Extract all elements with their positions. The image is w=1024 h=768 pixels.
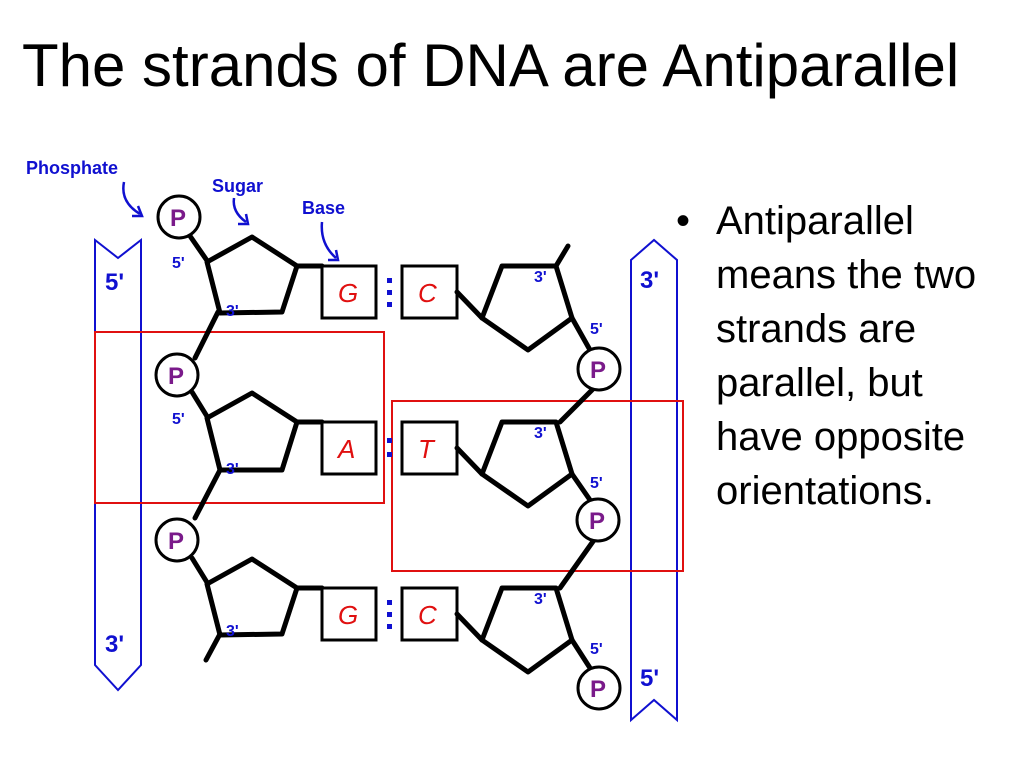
svg-text:G: G [338,278,358,308]
svg-text:C: C [418,278,437,308]
right-backbone-4 [557,537,597,591]
left-prime-3-2: 3' [226,461,239,478]
left-sugar-2 [204,390,300,473]
base-pointer-head [328,249,340,262]
svg-text:P: P [590,357,606,384]
highlight-box-right-nucleotide [391,400,684,572]
svg-text:A: A [336,434,355,464]
right-base-1: C [400,264,459,320]
left-phosphate-2: P [154,352,200,398]
hydrogen-bond-2 [387,438,392,457]
right-base-3: C [400,586,459,642]
right-prime-5-3: 5' [590,641,603,658]
svg-text:P: P [168,528,184,555]
svg-text:G: G [338,600,358,630]
right-phosphate-2: P [575,497,621,543]
right-phosphate-3: P [576,665,622,711]
base-pointer [320,221,337,259]
sugar-label: Sugar [212,176,263,196]
slide-title: The strands of DNA are Antiparallel [22,32,960,99]
right-backbone-3 [569,471,593,503]
bullet-text: Antiparallel means the two strands are p… [716,199,977,513]
left-backbone-4 [192,467,223,521]
left-prime-3-1: 3' [226,303,239,320]
left-sugar-1 [204,234,300,316]
right-phosphate-1: P [576,346,622,392]
right-bond-2 [454,445,485,477]
right-prime-5-2: 5' [590,475,603,492]
left-prime-5-2: 5' [172,411,185,428]
right-prime-3-1: 3' [534,269,547,286]
right-sugar-3 [479,585,575,675]
right-prime-3-2: 3' [534,425,547,442]
left-phosphate-1: P [156,194,202,240]
right-bond-1 [454,289,485,321]
hydrogen-bond-3 [387,600,392,629]
left-prime-5-1: 5' [172,255,185,272]
svg-text:C: C [418,600,437,630]
left-backbone-6 [203,631,223,663]
phosphate-pointer-head [132,205,144,218]
left-sugar-3 [204,556,300,638]
bullet-list: • Antiparallel means the two strands are… [672,194,1002,518]
left-strand-arrow [94,237,142,692]
phosphate-label: Phosphate [26,158,118,178]
svg-text:P: P [170,205,186,232]
right-backbone-2 [557,385,597,425]
svg-text:P: P [589,508,605,535]
left-backbone-1 [187,233,211,265]
left-base-2: A [320,420,378,476]
right-backbone-top [553,243,571,269]
sugar-pointer [232,197,247,224]
left-prime-3-3: 3' [226,623,239,640]
sugar-pointer-head [238,213,250,226]
left-backbone-5 [189,555,211,587]
right-sugar-2 [479,419,575,509]
svg-text:P: P [590,676,606,703]
right-sugar-1 [479,263,575,353]
left-strand-top-label: 5' [105,269,124,296]
right-backbone-5 [569,637,593,671]
right-strand-arrow [630,238,678,723]
right-prime-5-1: 5' [590,321,603,338]
right-prime-3-3: 3' [534,591,547,608]
left-base-3: G [320,586,378,642]
phosphate-pointer [122,181,141,216]
bullet-item: • Antiparallel means the two strands are… [672,194,1002,518]
right-bond-3 [454,611,485,643]
dna-antiparallel-diagram: 5' 3' 3' 5' Phosphate Sugar Base P P P 5… [26,158,684,723]
left-phosphate-3: P [154,517,200,563]
hydrogen-bond-1 [387,278,392,307]
right-base-2: T [400,420,459,476]
left-backbone-3 [189,389,211,421]
bullet-dot-icon: • [676,199,691,243]
highlight-box-left-nucleotide [94,331,385,504]
left-backbone-2 [192,309,221,361]
right-strand-top-label: 3' [640,267,659,294]
left-strand-bottom-label: 3' [105,631,124,658]
base-label: Base [302,198,345,218]
left-base-1: G [320,264,378,320]
right-strand-bottom-label: 5' [640,665,659,692]
svg-text:T: T [418,434,436,464]
right-backbone-1 [569,315,593,353]
svg-text:P: P [168,363,184,390]
